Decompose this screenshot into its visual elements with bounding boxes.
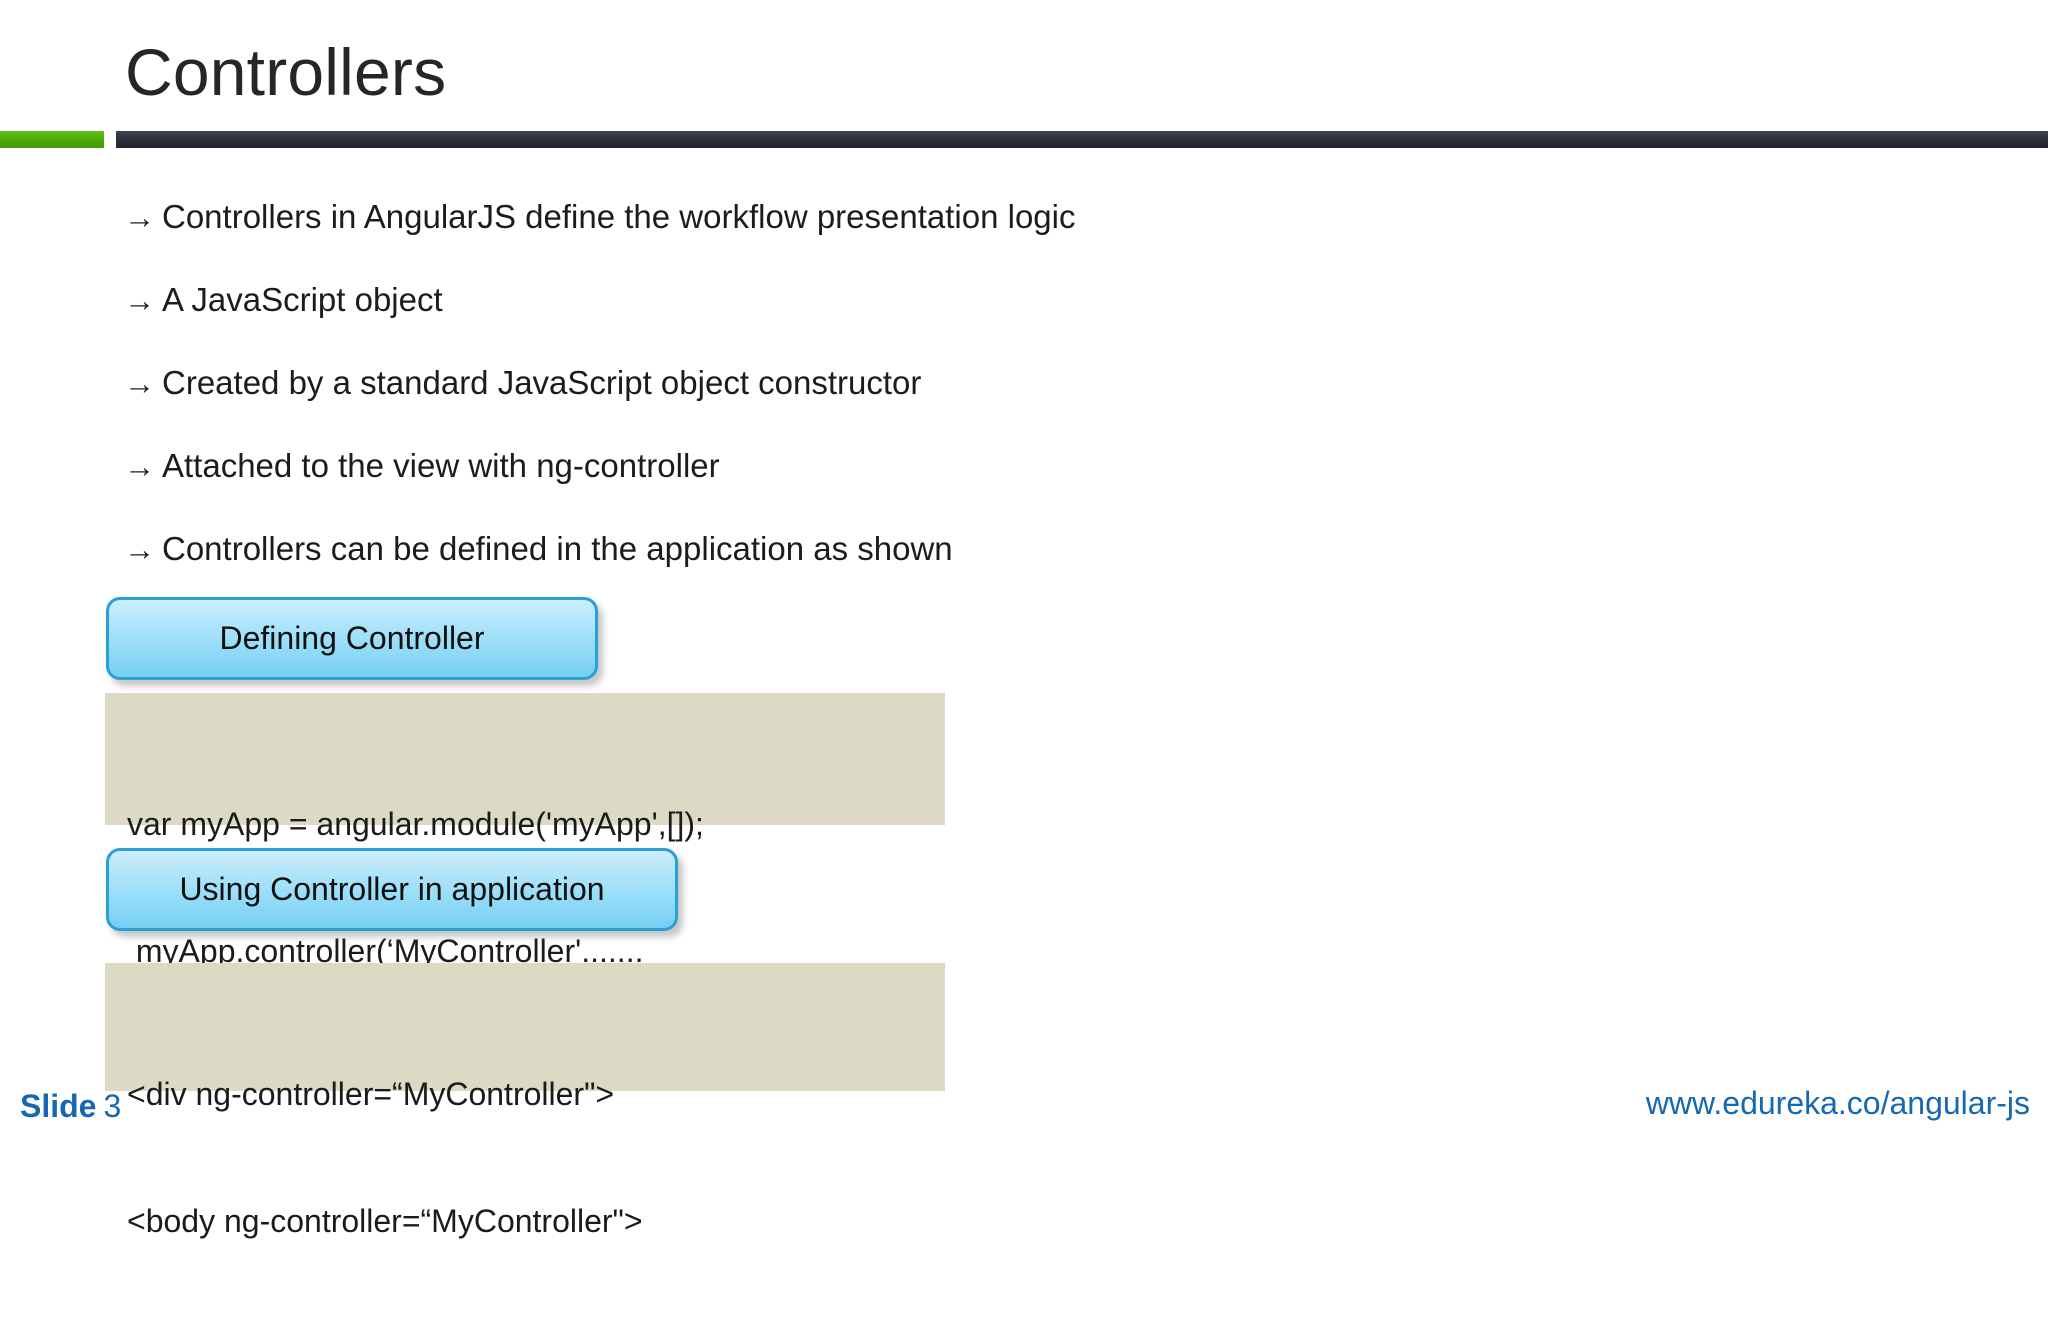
list-item: → Attached to the view with ng-controlle… [124,449,1424,532]
arrow-right-icon: → [124,449,155,484]
list-item-label: A JavaScript object [162,281,443,318]
code-line: <body ng-controller=“MyController"> [127,1203,643,1240]
callout-label: Using Controller in application [179,871,605,907]
footer-url-link[interactable]: www.edureka.co/angular-js [1645,1085,2030,1121]
arrow-right-icon: → [124,366,155,401]
code-line: <div ng-controller=“MyController"> [127,1076,615,1113]
code-block-defining-controller: var myApp = angular.module('myApp',[]); … [105,693,945,969]
page-title: Controllers [125,35,447,109]
list-item-label: Created by a standard JavaScript object … [162,364,922,401]
code-block-using-controller: <div ng-controller=“MyController"> <body… [105,963,945,1239]
list-item-label: Controllers can be defined in the applic… [162,530,953,567]
list-item: → Controllers in AngularJS define the wo… [124,200,1424,283]
callout-using-controller: Using Controller in application [106,848,678,931]
arrow-right-icon: → [124,283,155,318]
callout-label: Defining Controller [219,620,485,656]
slide-canvas: Controllers → Controllers in AngularJS d… [0,35,2048,1240]
code-line: var myApp = angular.module('myApp',[]); [127,806,704,843]
list-item-label: Controllers in AngularJS define the work… [162,198,1076,235]
list-item: → Created by a standard JavaScript objec… [124,366,1424,449]
list-item: → Controllers can be defined in the appl… [124,532,1424,615]
bullet-list: → Controllers in AngularJS define the wo… [124,200,1424,615]
slide-word-label: Slide [20,1088,97,1124]
slide-number-value: 3 [103,1088,122,1124]
title-accent-green-bar [0,131,104,148]
arrow-right-icon: → [124,532,155,567]
callout-defining-controller: Defining Controller [106,597,598,680]
arrow-right-icon: → [124,200,155,235]
list-item: → A JavaScript object [124,283,1424,366]
title-accent-dark-bar [116,131,2048,148]
list-item-label: Attached to the view with ng-controller [162,447,720,484]
